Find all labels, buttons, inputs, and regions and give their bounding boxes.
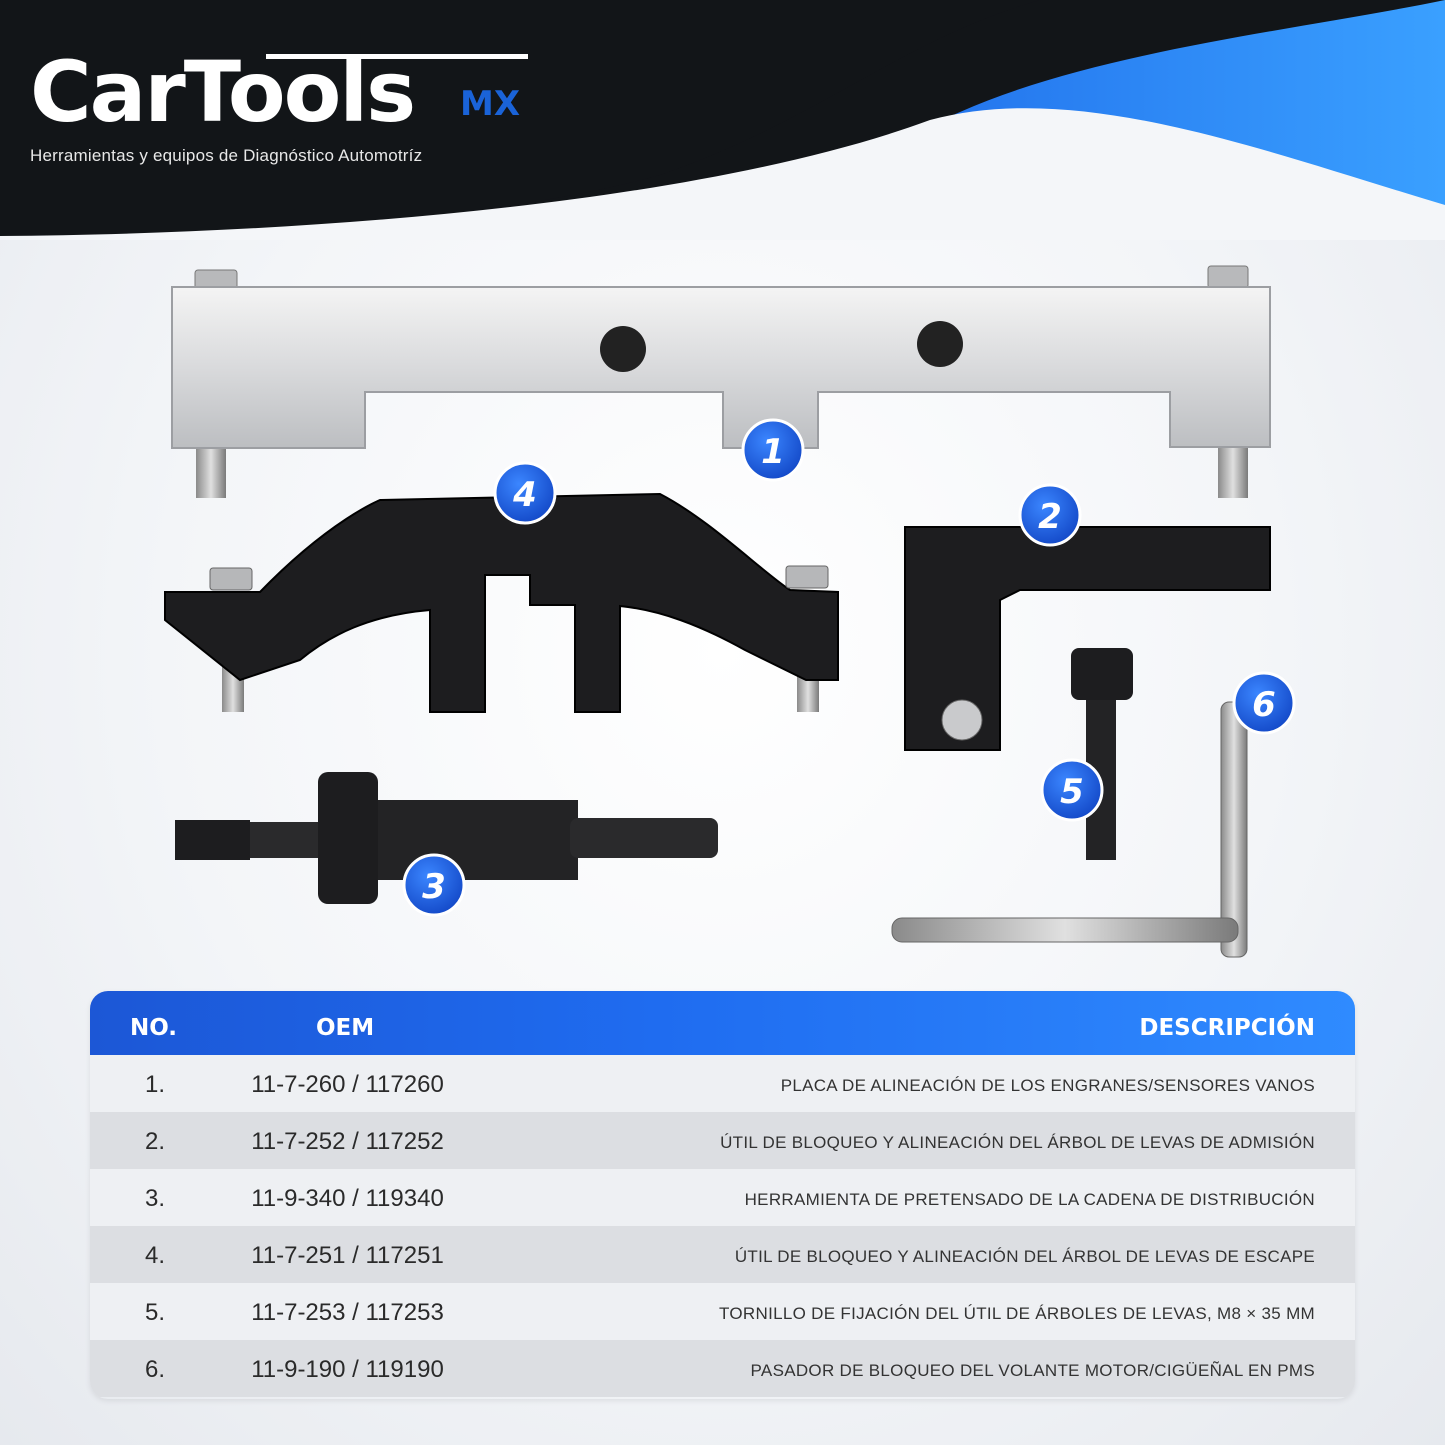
callout-4-label: 4 xyxy=(512,475,537,515)
callout-1: 1 xyxy=(741,418,805,482)
table-row: 1. 11-7-260 / 117260 PLACA DE ALINEACIÓN… xyxy=(90,1055,1355,1112)
row-description: PLACA DE ALINEACIÓN DE LOS ENGRANES/SENS… xyxy=(780,1076,1315,1095)
row-no: 5. xyxy=(144,1299,165,1326)
part-6-flywheel-locking-pin xyxy=(891,701,1248,958)
row-description: ÚTIL DE BLOQUEO Y ALINEACIÓN DEL ÁRBOL D… xyxy=(734,1247,1315,1266)
row-description: HERRAMIENTA DE PRETENSADO DE LA CADENA D… xyxy=(744,1190,1315,1209)
row-description: PASADOR DE BLOQUEO DEL VOLANTE MOTOR/CIG… xyxy=(750,1361,1315,1380)
callout-2-label: 2 xyxy=(1038,497,1062,537)
row-no: 1. xyxy=(144,1071,165,1098)
callout-6-label: 6 xyxy=(1252,685,1276,725)
table-row: 3. 11-9-340 / 119340 HERRAMIENTA DE PRET… xyxy=(90,1169,1355,1226)
callout-6: 6 xyxy=(1232,671,1296,735)
callout-2: 2 xyxy=(1018,483,1082,547)
row-oem: 11-7-253 / 117253 xyxy=(251,1299,444,1326)
brand-logo: CarTools MX xyxy=(30,43,528,141)
row-description: TORNILLO DE FIJACIÓN DEL ÚTIL DE ÁRBOLES… xyxy=(719,1304,1315,1323)
table-row: 6. 11-9-190 / 119190 PASADOR DE BLOQUEO … xyxy=(90,1340,1355,1397)
table-row: 5. 11-7-253 / 117253 TORNILLO DE FIJACIÓ… xyxy=(90,1283,1355,1340)
row-oem: 11-9-340 / 119340 xyxy=(251,1185,444,1212)
row-oem: 11-7-260 / 117260 xyxy=(251,1071,444,1098)
table-header: NO. OEM DESCRIPCIÓN xyxy=(90,991,1355,1055)
row-no: 2. xyxy=(144,1128,165,1155)
header-description: DESCRIPCIÓN xyxy=(1139,1015,1315,1041)
tool-kit-illustration: 1 2 3 4 5 6 xyxy=(164,265,1296,958)
callout-1-label: 1 xyxy=(761,432,785,472)
part-2-intake-camshaft-tool xyxy=(904,526,1271,751)
part-1-alignment-plate xyxy=(171,265,1271,498)
row-no: 6. xyxy=(144,1356,165,1383)
row-no: 3. xyxy=(144,1185,165,1212)
row-oem: 11-7-252 / 117252 xyxy=(251,1128,444,1155)
brand-tagline: Herramientas y equipos de Diagnóstico Au… xyxy=(30,146,423,165)
part-3-chain-pretension-tool xyxy=(175,772,718,904)
callout-3: 3 xyxy=(402,853,466,917)
brand-suffix: MX xyxy=(460,84,521,124)
row-oem: 11-9-190 / 119190 xyxy=(251,1356,444,1383)
row-oem: 11-7-251 / 117251 xyxy=(251,1242,444,1269)
callout-5-label: 5 xyxy=(1060,772,1084,812)
part-5-fixing-bolt xyxy=(1071,648,1133,860)
header-oem: OEM xyxy=(316,1015,375,1041)
callout-5: 5 xyxy=(1040,758,1104,822)
table-row: 4. 11-7-251 / 117251 ÚTIL DE BLOQUEO Y A… xyxy=(90,1226,1355,1283)
header-no: NO. xyxy=(130,1015,178,1041)
header-background xyxy=(0,0,1445,240)
row-no: 4. xyxy=(144,1242,165,1269)
parts-table: NO. OEM DESCRIPCIÓN 1. 11-7-260 / 117260… xyxy=(90,991,1355,1399)
brand-name: CarTools xyxy=(30,43,416,141)
part-4-exhaust-camshaft-tool xyxy=(164,492,839,713)
table-row: 2. 11-7-252 / 117252 ÚTIL DE BLOQUEO Y A… xyxy=(90,1112,1355,1169)
callout-4: 4 xyxy=(493,461,557,525)
logo-underline xyxy=(266,54,528,59)
row-description: ÚTIL DE BLOQUEO Y ALINEACIÓN DEL ÁRBOL D… xyxy=(720,1133,1315,1152)
callout-3-label: 3 xyxy=(422,867,446,907)
